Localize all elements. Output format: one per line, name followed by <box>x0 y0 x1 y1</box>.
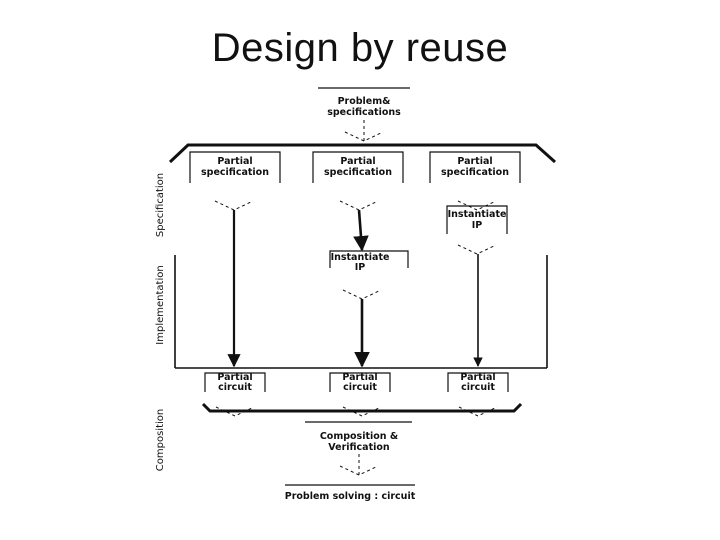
circuit-chevrons <box>215 406 498 417</box>
partial-spec-2-line-2: specification <box>324 167 392 178</box>
partial-circuit-2-line-2: circuit <box>343 382 377 393</box>
spec-chevrons <box>214 200 497 211</box>
composition-chevron <box>339 454 379 476</box>
instantiate-ip-middle-box <box>329 250 409 268</box>
instantiate-middle-line-1: Instantiate <box>331 252 390 263</box>
partial-circuit-3-line-2: circuit <box>461 382 495 393</box>
partial-spec-3-line-2: specification <box>441 167 509 178</box>
instantiate-middle-chevron <box>342 289 382 300</box>
instantiate-right-line-2: IP <box>472 220 483 231</box>
implementation-band <box>174 255 548 369</box>
partial-spec-2-line-1: Partial <box>340 156 375 167</box>
result-label: Problem solving : circuit <box>285 491 416 502</box>
problem-down-ticks <box>344 120 384 142</box>
partial-circuit-2-line-1: Partial <box>342 372 377 383</box>
instantiate-ip-right-box <box>446 205 508 234</box>
partial-spec-box-3 <box>429 151 521 183</box>
instantiate-right-line-1: Instantiate <box>448 209 507 220</box>
partial-circuit-1-line-2: circuit <box>218 382 252 393</box>
partial-circuit-3-line-1: Partial <box>460 372 495 383</box>
partial-circuit-1-line-1: Partial <box>217 372 252 383</box>
partial-spec-1-line-2: specification <box>201 167 269 178</box>
partial-spec-1-line-1: Partial <box>217 156 252 167</box>
problem-specs-line-2: specifications <box>327 107 401 118</box>
side-label-implementation: Implementation <box>155 265 166 344</box>
partial-circuit-box-2 <box>329 372 391 392</box>
side-label-composition: Composition <box>155 409 166 471</box>
partial-circuit-box-1 <box>204 372 266 392</box>
arrow-middle <box>353 209 369 252</box>
problem-specs-line-1: Problem& <box>338 96 391 107</box>
partial-spec-box-1 <box>189 151 281 183</box>
slide-title: Design by reuse <box>211 26 509 70</box>
partial-spec-3-line-1: Partial <box>457 156 492 167</box>
composition-line-1: Composition & <box>320 431 398 442</box>
composition-line-2: Verification <box>328 442 390 453</box>
side-label-specification: Specification <box>155 173 166 237</box>
instantiate-middle-line-2: IP <box>355 262 366 273</box>
partial-spec-box-2 <box>312 151 404 183</box>
specification-band <box>168 143 557 164</box>
partial-circuit-box-3 <box>447 372 509 392</box>
composition-band <box>201 402 523 413</box>
instantiate-right-chevron <box>457 244 497 255</box>
